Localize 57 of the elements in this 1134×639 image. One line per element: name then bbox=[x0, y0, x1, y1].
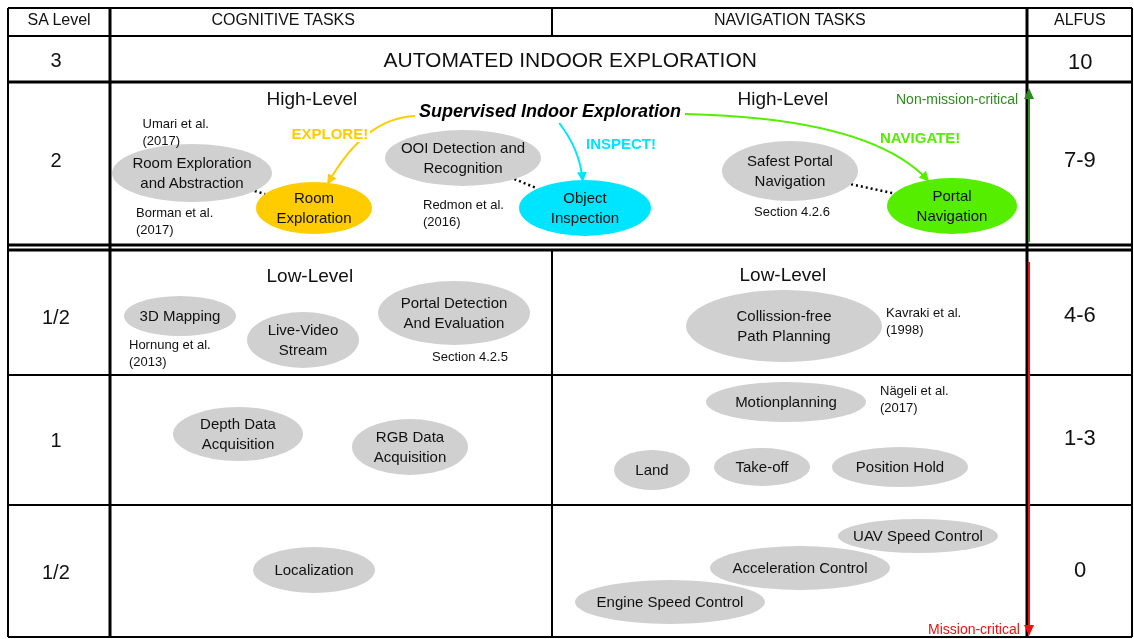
section-heading: High-Level bbox=[737, 88, 829, 110]
task-label: Motionplanning bbox=[735, 391, 837, 412]
citation-text: Section 4.2.6 bbox=[754, 203, 830, 221]
section-heading: Low-Level bbox=[739, 264, 827, 286]
row-title: AUTOMATED INDOOR EXPLORATION bbox=[383, 48, 757, 72]
task-ellipse bbox=[256, 182, 372, 234]
task-label: Safest Portal Navigation bbox=[746, 150, 834, 191]
alfus-value: 7-9 bbox=[1064, 147, 1096, 173]
citation-text: Umari et al. (2017) bbox=[142, 116, 210, 150]
sa-level: 3 bbox=[50, 48, 62, 72]
column-header: COGNITIVE TASKS bbox=[211, 11, 355, 29]
sa-level: 1/2 bbox=[42, 560, 70, 584]
column-header: ALFUS bbox=[1054, 11, 1106, 29]
task-label: Room Exploration bbox=[275, 187, 353, 228]
section-heading: High-Level bbox=[266, 88, 358, 110]
dotted-link bbox=[513, 177, 538, 190]
column-header: NAVIGATION TASKS bbox=[714, 11, 866, 29]
alfus-value: 4-6 bbox=[1064, 302, 1096, 328]
task-label: Depth Data Acquisition bbox=[199, 413, 277, 454]
dotted-link bbox=[850, 182, 895, 195]
task-label: Land bbox=[635, 459, 669, 480]
alfus-value: 10 bbox=[1068, 49, 1093, 75]
sa-level: 2 bbox=[50, 148, 62, 172]
task-label: Collission-free Path Planning bbox=[735, 305, 833, 346]
task-label: Portal Detection And Evaluation bbox=[399, 292, 509, 333]
arrow bbox=[684, 112, 930, 182]
sa-level: 1 bbox=[50, 428, 62, 452]
criticality-label: Non-mission-critical bbox=[896, 91, 1019, 107]
column-header: SA Level bbox=[27, 11, 91, 29]
criticality-label: Mission-critical bbox=[928, 621, 1020, 637]
arrow bbox=[558, 122, 587, 182]
citation-text: Hornung et al. (2013) bbox=[129, 337, 212, 371]
task-label: Localization bbox=[274, 559, 354, 580]
task-label: OOI Detection and Recognition bbox=[400, 137, 526, 178]
task-label: Object Inspection bbox=[549, 187, 621, 228]
task-label: UAV Speed Control bbox=[853, 525, 983, 546]
task-label: Take-off bbox=[735, 456, 789, 477]
arrow bbox=[327, 115, 416, 185]
sa-level: 1/2 bbox=[42, 305, 70, 329]
task-label: Acceleration Control bbox=[732, 557, 868, 578]
task-label: 3D Mapping bbox=[139, 305, 221, 326]
goal-text: Supervised Indoor Exploration bbox=[415, 99, 685, 123]
citation-text: Nägeli et al. (2017) bbox=[880, 383, 950, 417]
citation-text: Borman et al. (2017) bbox=[136, 205, 215, 239]
section-heading: Low-Level bbox=[266, 265, 354, 287]
citation-text: Section 4.2.5 bbox=[432, 348, 508, 366]
citation-text: Kavraki et al. (1998) bbox=[886, 305, 963, 339]
task-label: Live-Video Stream bbox=[266, 319, 340, 360]
dotted-link bbox=[254, 189, 266, 196]
alfus-value: 0 bbox=[1074, 557, 1087, 583]
task-label: RGB Data Acquisition bbox=[372, 426, 448, 467]
task-label: Room Exploration and Abstraction bbox=[131, 152, 253, 193]
task-label: Position Hold bbox=[855, 456, 945, 477]
task-label: Portal Navigation bbox=[915, 185, 989, 226]
alfus-value: 1-3 bbox=[1064, 425, 1096, 451]
citation-text: Redmon et al. (2016) bbox=[423, 197, 505, 231]
task-label: Engine Speed Control bbox=[596, 591, 744, 612]
